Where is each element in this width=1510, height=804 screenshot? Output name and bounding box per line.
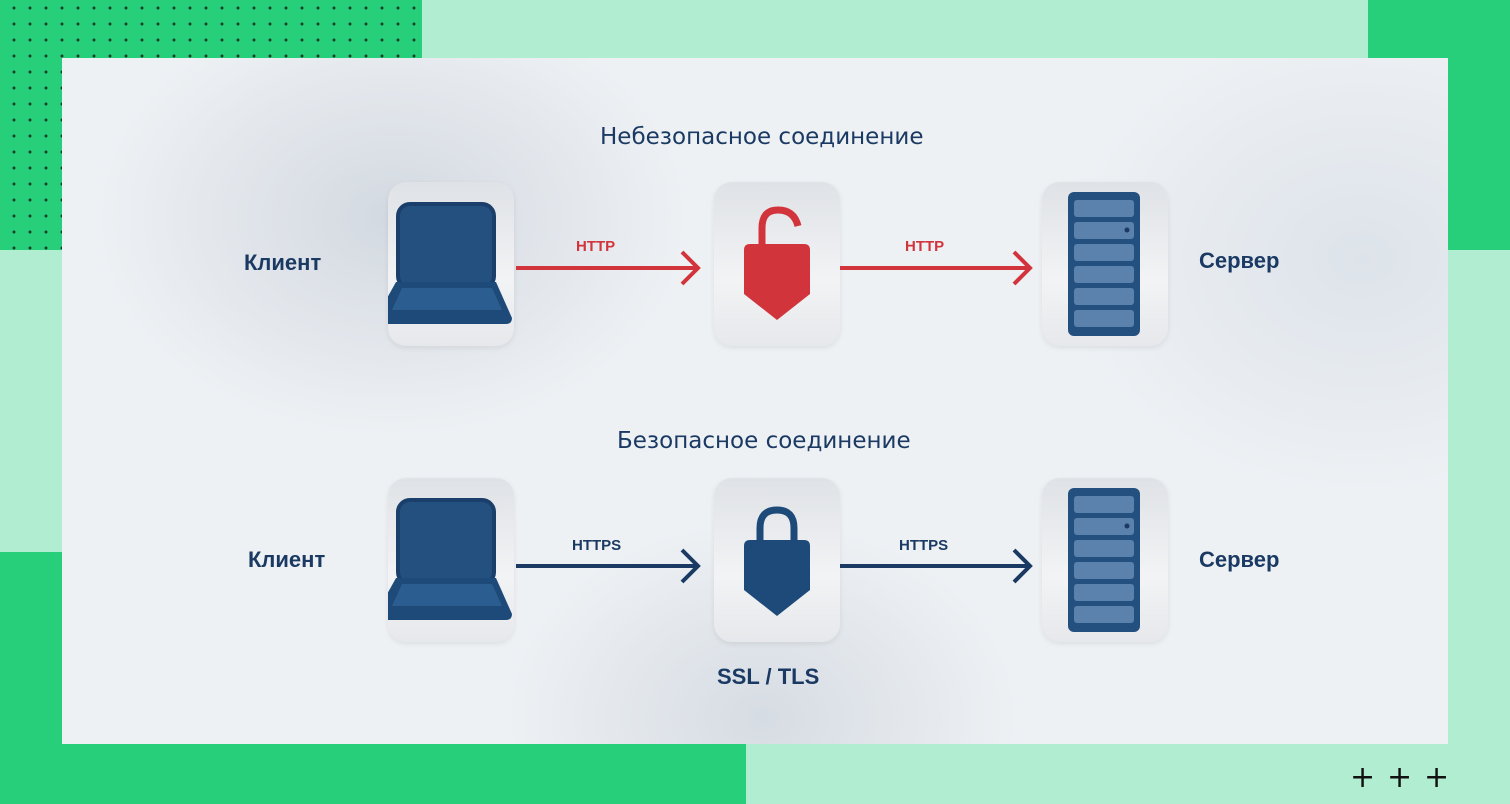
server-icon: [1068, 488, 1140, 632]
plus-icon: +: [1424, 760, 1450, 795]
protocol-label: HTTP: [576, 238, 616, 255]
server-icon: [1068, 192, 1140, 336]
server-tile: [1042, 478, 1168, 642]
arrow-right-icon: [840, 250, 1033, 286]
server-label: Сервер: [1199, 547, 1280, 572]
client-tile: [388, 182, 514, 346]
plus-icon: +: [1350, 760, 1376, 795]
laptop-icon: [388, 202, 512, 324]
protocol-label: HTTPS: [572, 537, 622, 554]
protocol-label: HTTP: [905, 238, 945, 255]
insecure-title: Небезопасное соединение: [600, 124, 924, 150]
lock-tile: [714, 478, 840, 642]
arrow-right-icon: [516, 548, 701, 584]
client-label: Клиент: [244, 250, 322, 275]
server-tile: [1042, 182, 1168, 346]
plus-icon: +: [1387, 760, 1413, 795]
protocol-label: HTTPS: [899, 537, 949, 554]
arrow-right-icon: [516, 250, 701, 286]
arrow-right-icon: [840, 548, 1033, 584]
diagram-card: Небезопасное соединение Клиент Сервер HT…: [62, 58, 1448, 744]
ssl-tls-label: SSL / TLS: [717, 664, 820, 689]
laptop-icon: [388, 498, 512, 620]
lock-tile: [714, 182, 840, 346]
server-label: Сервер: [1199, 248, 1280, 273]
client-tile: [388, 478, 514, 642]
unlocked-padlock-icon: [744, 206, 810, 320]
locked-padlock-icon: [744, 506, 810, 616]
secure-title: Безопасное соединение: [617, 428, 911, 454]
client-label: Клиент: [248, 547, 326, 572]
